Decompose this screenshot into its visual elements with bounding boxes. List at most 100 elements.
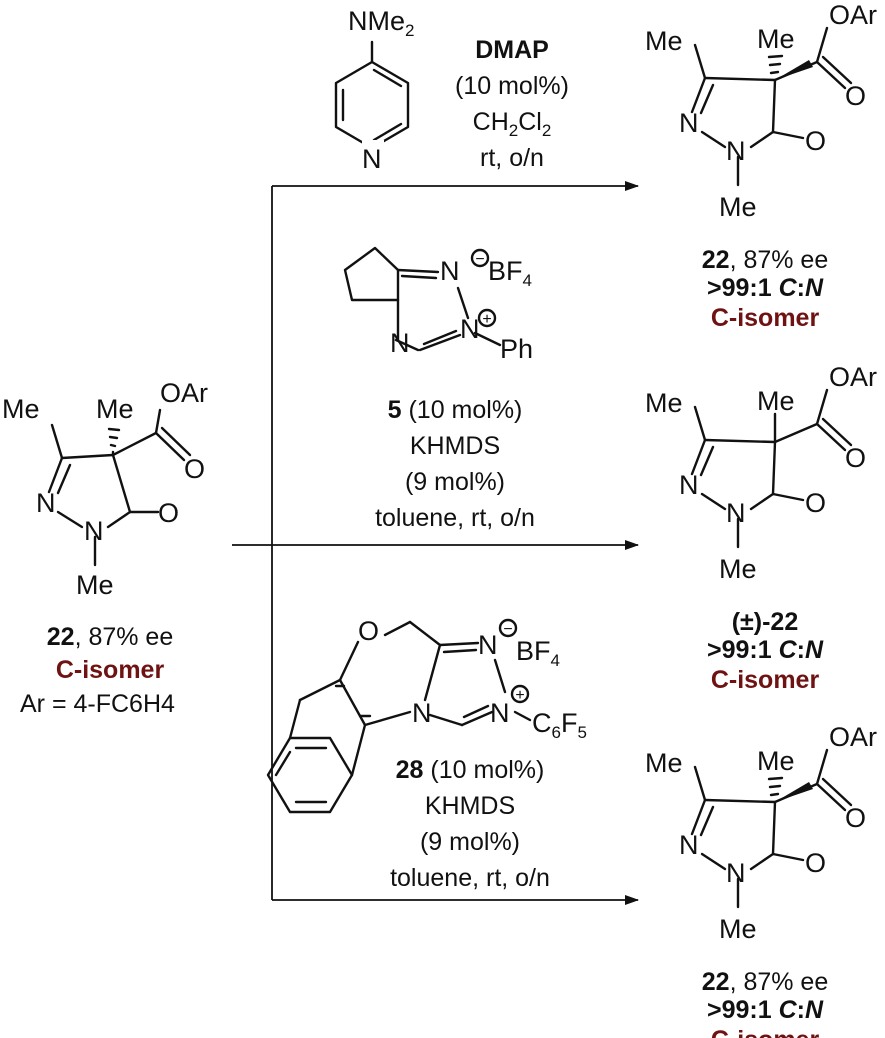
product-1-bond-8 <box>771 130 805 140</box>
dmap-catalyst-name: DMAP <box>475 36 549 64</box>
dmap-ring-n-label: N <box>362 144 382 174</box>
product-1-ester-o-label: O <box>845 81 866 111</box>
cat28-time: toluene, rt, o/n <box>390 864 550 892</box>
product-3-compound-number: 22 <box>702 968 730 996</box>
product-1-bond-3 <box>699 83 715 115</box>
product-1-n1-label: N <box>679 108 699 138</box>
product-2-bond-11 <box>815 422 847 452</box>
product-3-label: 22, 87% ee <box>702 968 829 996</box>
cat5-time: toluene, rt, o/n <box>375 504 535 532</box>
product-1-oar-label: OAr <box>829 0 877 30</box>
substrate-ester-o-label: O <box>184 454 205 484</box>
product-2-label: (±)-22 <box>732 608 799 636</box>
svg-text:22, 87% ee: 22, 87% ee <box>47 623 174 651</box>
dmap-loading: (10 mol%) <box>455 72 569 100</box>
cat28-c6f5-label: C6F5 <box>532 708 587 742</box>
product-3-hash-0 <box>769 792 780 797</box>
substrate-me-quat-label: Me <box>96 394 134 424</box>
cat5-n-bridge-label: N <box>390 328 410 358</box>
product-2-bond-2 <box>690 438 707 476</box>
product-3-ratio-n: N <box>805 996 824 1024</box>
condition-3-text: 28 (10 mol%) KHMDS (9 mol%) toluene, rt,… <box>390 756 550 892</box>
product-1-bond-0 <box>693 43 707 80</box>
cat28-loading: (10 mol%) <box>423 756 544 784</box>
product-1-carbonyl-o-label: O <box>805 126 826 156</box>
cat28-plus-charge: + <box>515 687 524 704</box>
product-3-bond-8 <box>771 852 805 862</box>
product-3-ratio-colon: : <box>797 996 805 1024</box>
product-3-carbonyl-o-label: O <box>805 848 826 878</box>
product-2-bond-0 <box>693 405 707 442</box>
substrate-carbonyl-o-label: O <box>158 498 179 528</box>
cat28-base: KHMDS <box>425 792 515 820</box>
product-2-me-label: Me <box>645 388 683 418</box>
dmap-structure: NMe2 N <box>334 6 414 174</box>
svg-text:28 (10 mol%): 28 (10 mol%) <box>396 756 545 784</box>
product-2-n1-label: N <box>679 470 699 500</box>
cat5-loading: (10 mol%) <box>402 396 523 424</box>
product-1-bond-10 <box>815 26 829 64</box>
product-1-ratio-c: C <box>779 274 798 302</box>
substrate-nme-label: Me <box>76 570 114 600</box>
dmap-nme2-text: NMe <box>348 6 405 36</box>
product-1-ratio-num: >99:1 <box>707 274 779 302</box>
product-1-hash-1 <box>768 62 782 67</box>
product-1-ratio: >99:1 C:N <box>707 274 824 302</box>
product-3-hash-2 <box>767 776 784 781</box>
cat28-base-loading: (9 mol%) <box>420 828 520 856</box>
cat28-minus-charge: − <box>503 621 512 638</box>
product-1-compound-number: 22 <box>702 246 730 274</box>
cat5-minus-charge: − <box>475 251 484 268</box>
substrate-n2-label: N <box>84 516 104 546</box>
product-3-ee: , 87% ee <box>730 968 829 996</box>
cat5-bf4-label: BF4 <box>488 256 532 290</box>
product-3-wedge-bond <box>775 782 813 802</box>
product-2-ratio: >99:1 C:N <box>707 636 824 664</box>
cat5-plus-charge: + <box>482 311 491 328</box>
product-1-nme-label: Me <box>719 192 757 222</box>
product-1-isomer: C-isomer <box>711 304 820 332</box>
product-3-bond-6 <box>771 800 777 856</box>
product-1-hash-2 <box>767 54 784 59</box>
substrate-ee: , 87% ee <box>75 623 174 651</box>
product-2-bond-12 <box>821 417 853 447</box>
product-1-n2-label: N <box>726 136 746 166</box>
product-2-compound-number: (±)-22 <box>732 608 799 636</box>
cat5-number: 5 <box>388 396 402 424</box>
cat28-n-aryl-label: N <box>490 698 510 728</box>
dmap-nme2-sub: 2 <box>405 21 414 40</box>
product-2-bond-9 <box>773 422 819 444</box>
dmap-solvent: CH2Cl2 <box>473 108 552 140</box>
cat28-o-label: O <box>358 616 379 646</box>
product-2-isomer: C-isomer <box>711 666 820 694</box>
product-1-bond-1 <box>703 76 777 82</box>
product-1-ratio-colon: : <box>797 274 805 302</box>
product-1-bond-4 <box>700 130 727 149</box>
product-3-ester-o-label: O <box>845 803 866 833</box>
product-3-bond-3 <box>699 805 715 837</box>
product-1-bond-11 <box>815 60 847 90</box>
product-3-ratio: >99:1 C:N <box>707 996 824 1024</box>
product-3-isomer: C-isomer <box>711 1026 820 1038</box>
product-1-ee: , 87% ee <box>730 246 829 274</box>
condition-2-text: 5 (10 mol%) KHMDS (9 mol%) toluene, rt, … <box>375 396 535 532</box>
product-2-ratio-n: N <box>805 636 824 664</box>
cat28-n-bridge-label: N <box>412 698 432 728</box>
product-2-bond-10 <box>815 388 829 426</box>
product-3-n1-label: N <box>679 830 699 860</box>
product-3-bond-1 <box>703 798 777 804</box>
product-3-bond-11 <box>815 782 847 812</box>
cat28-n-top-label: N <box>478 630 498 660</box>
cat5-ph-label: Ph <box>500 334 533 364</box>
product-3-nme-label: Me <box>719 914 757 944</box>
product-2-carbonyl-o-label: O <box>805 488 826 518</box>
dmap-nme2-label: NMe2 <box>348 6 414 40</box>
product-2-n2-label: N <box>726 498 746 528</box>
product-2-bond-6 <box>771 440 777 496</box>
product-3-bond-12 <box>821 777 853 807</box>
product-1-bond-5 <box>749 130 775 149</box>
product-2-ester-o-label: O <box>845 443 866 473</box>
